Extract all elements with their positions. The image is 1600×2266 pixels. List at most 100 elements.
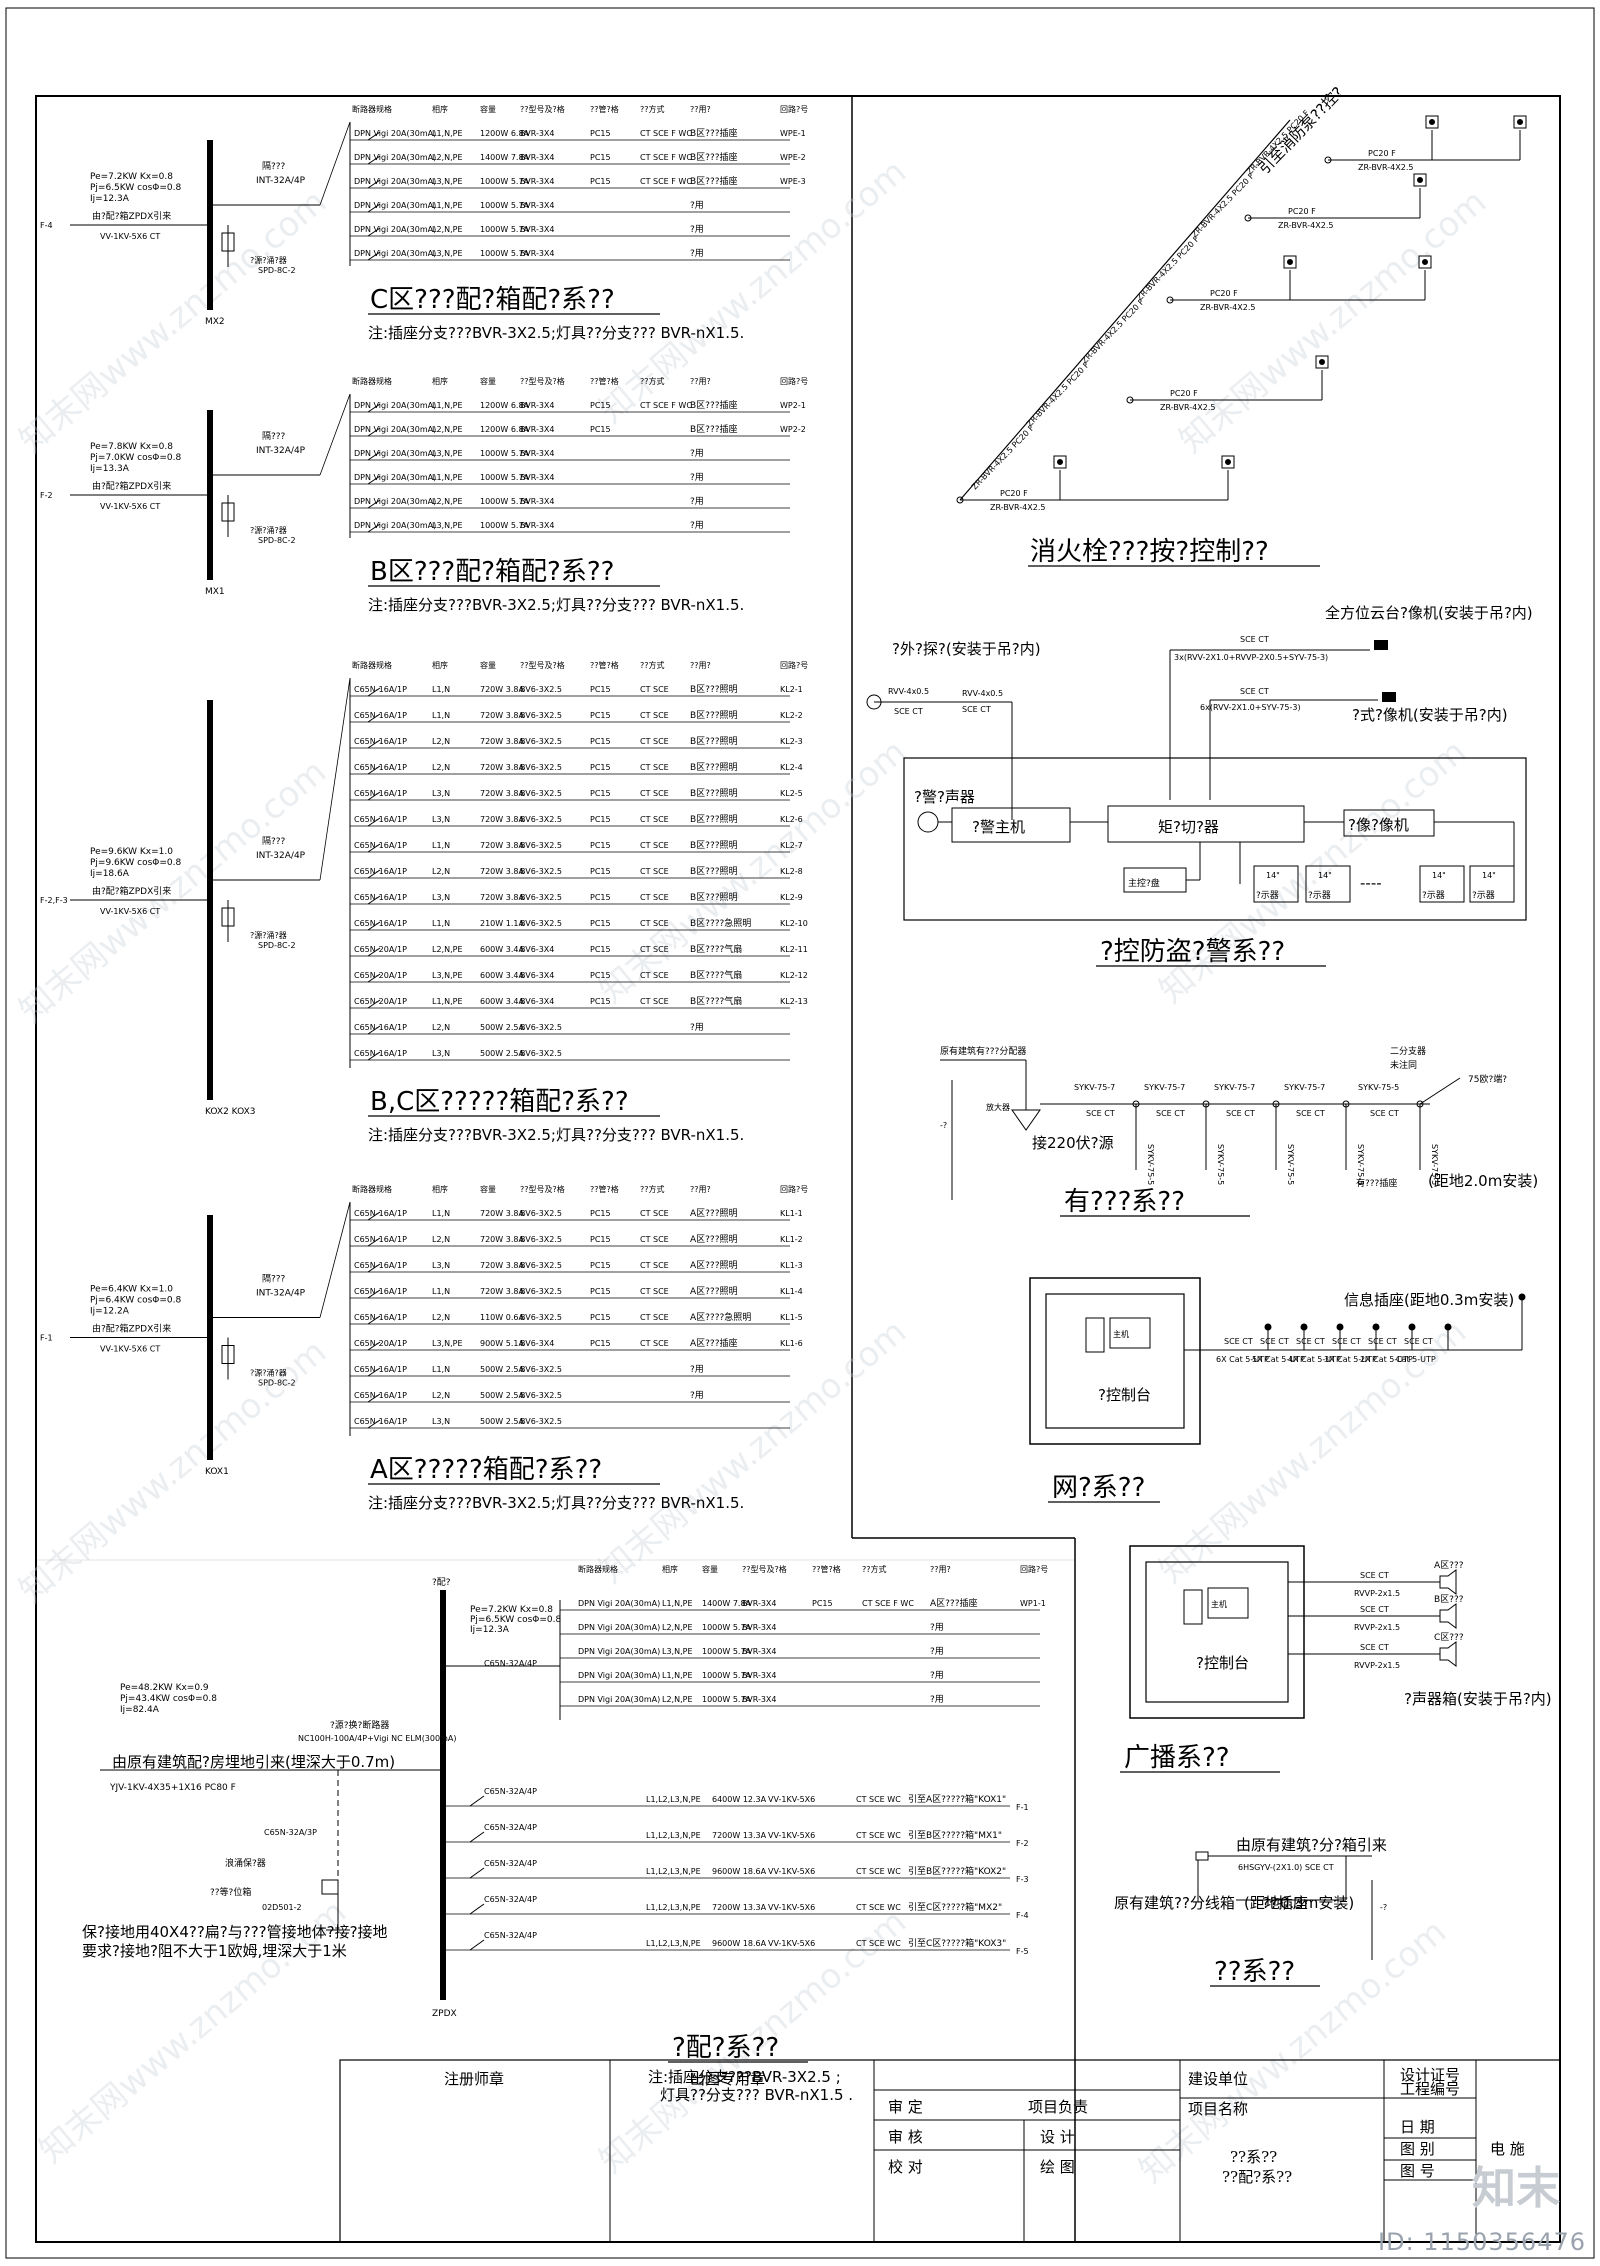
pc-tower [1085,1317,1105,1353]
circuit-cell: 1000W 5.7A [480,225,530,234]
column-header: ??用? [690,105,711,114]
feeder-breaker: C65N-32A/4P [484,1931,537,1940]
circuit-cell: PC15 [590,711,611,720]
feeder-cell: VV-1KV-5X6 [768,1831,815,1840]
branch-pipe: PC20 F [1210,289,1238,298]
column-header: 断路器规格 [352,104,392,114]
circuit-cell: C65N-16A/1P [354,685,407,694]
cable-label: RVVP-2x1.5 [1354,1661,1400,1670]
spd-box [221,502,235,522]
circuit-cell: B区???照明 [690,814,738,825]
main-title: ?配?系?? [672,2033,779,2063]
circuit-cell: C65N-16A/1P [354,1023,407,1032]
circuit-cell: A区???插座 [930,1597,978,1609]
feeder-cell: L1,L2,L3,N,PE [646,1903,701,1912]
main-distribution-diagram: ?配?ZPDX断路器规格相序容量??型号及?格??管?格??方式??用?回路?号… [36,1559,1075,2104]
load-params: Pj=9.6KW cosΦ=0.8 [90,858,181,868]
titleblock-frame [339,2059,1561,2243]
circuit-cell: ?用 [690,200,704,211]
circuit-cell: C65N-16A/1P [354,1365,407,1374]
circuit-cell: PC15 [590,1261,611,1270]
circuit-cell: C65N-16A/1P [354,1209,407,1218]
circuit-cell: WPE-3 [780,177,806,186]
circuit-cell: 1000W 5.7A [702,1695,752,1704]
info-outlet [1300,1323,1308,1331]
circuit-cell: BVR-3X4 [520,521,555,530]
circuit-cell: BV6-3X2.5 [520,1417,562,1426]
spd-box [221,232,235,252]
circuit-cell: 1000W 5.7A [702,1671,752,1680]
circuit-cell: KL2-6 [780,815,803,824]
circuit-cell: ?用 [930,1622,944,1633]
load-params: Pj=7.0KW cosΦ=0.8 [90,453,181,463]
fixed-camera [1382,692,1396,702]
circuit-cell: L2,N [432,763,450,772]
type-value: 电 施 [1490,2140,1525,2158]
circuit-cell: L2,N,PE [432,425,463,434]
load-params: Pe=9.6KW Kx=1.0 [90,847,173,857]
circuit-cell: BV6-3X4 [520,945,554,954]
panel-name: ZPDX [432,2009,457,2019]
circuit-cell: CT SCE [640,737,669,746]
circuit-cell: ?用 [690,520,704,531]
feeder-breaker: C65N-32A/4P [484,1895,537,1904]
column-header: 断路器规格 [352,1184,392,1194]
column-header: ??型号及?格 [742,1564,787,1574]
circuit-cell: L3,N [432,1049,450,1058]
circuit-cell: C65N-20A/1P [354,971,407,980]
trunk-cable: SYKV-75-7 [1284,1083,1325,1092]
feeder-mark: F-4 [40,221,53,230]
cable-label: RVVP-2x1.5 [1354,1623,1400,1632]
amp-label: 放大器 [986,1102,1010,1112]
breaker-switch [367,765,381,775]
cable-spec: VV-1KV-5X6 CT [100,1345,160,1354]
spd-box [221,907,235,927]
circuit-cell: CT SCE [640,997,669,1006]
circuit-cell: CT SCE [640,789,669,798]
branch-cable: ZR-BVR-4X2.5 [1160,403,1215,412]
circuit-cell: 500W 2.5A [480,1417,524,1426]
circuit-cell: L3,N [432,1261,450,1270]
phone-title: ??系?? [1214,1957,1295,1987]
load-params: Ij=12.3A [90,194,130,204]
busbar [440,1590,446,2000]
phone-box-label: 原有建筑??分线箱 [1114,1894,1235,1912]
alarm-title: ?控防盗?警系?? [1100,937,1285,967]
circuit-cell: BV6-3X2.5 [520,1365,562,1374]
feeder-cell: L1,L2,L3,N,PE [646,1867,701,1876]
cable-label: 2X Cat 5-UTP [1360,1355,1413,1364]
cable-pipe: SCE CT [1360,1643,1389,1652]
trunk-pipe: SCE CT [1086,1109,1115,1118]
output-seal: 出图专用章 [690,2070,765,2088]
circuit-cell: CT SCE [640,971,669,980]
circuit-cell: L1,N,PE [432,473,463,482]
column-header: 断路器规格 [352,660,392,670]
hydrant-button [1418,255,1432,269]
feeder-cell: VV-1KV-5X6 [768,1795,815,1804]
circuit-cell: 1000W 5.7A [480,521,530,530]
circuit-cell: ?用 [690,448,704,459]
breaker-switch [367,475,381,485]
circuit-cell: BVR-3X4 [520,153,555,162]
load-params: Pj=6.5KW cosΦ=0.8 [470,1615,561,1625]
circuit-cell: PC15 [590,1313,611,1322]
host-label: ?警主机 [972,818,1025,836]
button-dot [1517,119,1523,125]
circuit-cell: CT SCE F WC [640,129,692,138]
circuit-cell: L1,N,PE [432,997,463,1006]
circuit-cell: KL2-8 [780,867,803,876]
breaker-switch [367,155,381,165]
feeder-mark: F-5 [1016,1947,1029,1956]
breaker-switch [367,427,381,437]
circuit-cell: BV6-3X2.5 [520,1023,562,1032]
feeder-cell: 引至A区?????箱"KOX1" [908,1793,1006,1805]
circuit-cell: DPN Vigi 20A(30mA) [354,521,436,530]
circuit-cell: BV6-3X2.5 [520,737,562,746]
